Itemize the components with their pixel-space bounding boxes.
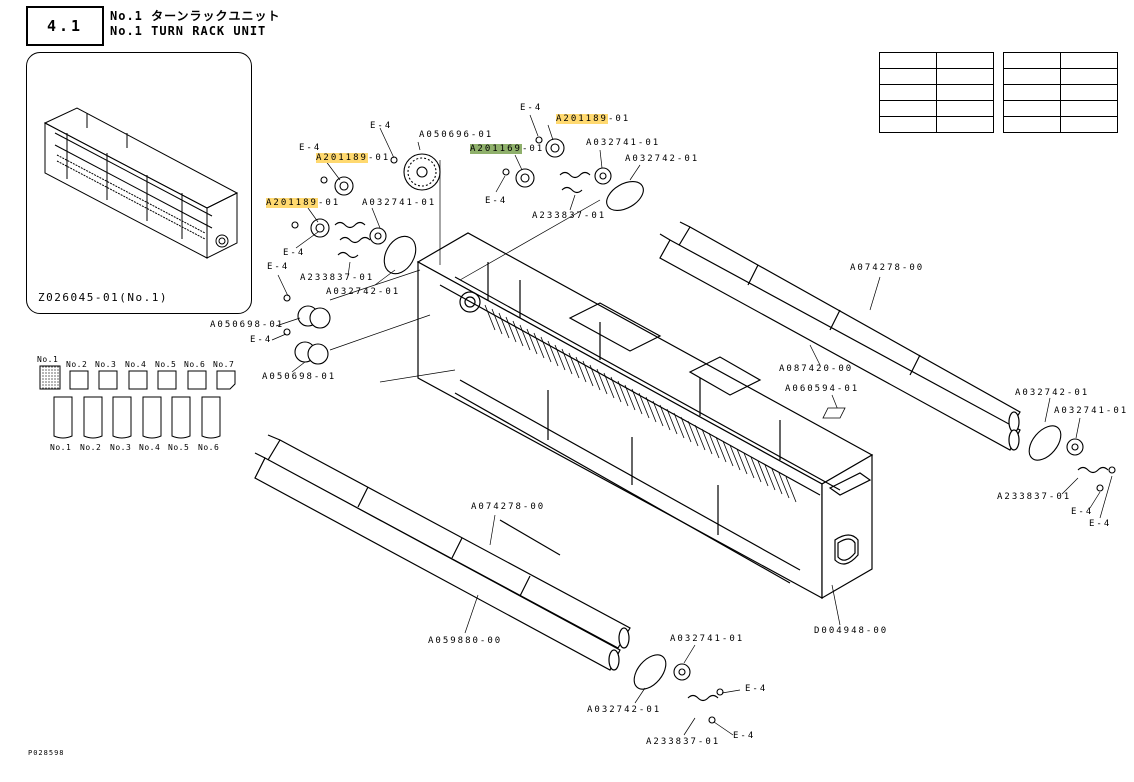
gear-cluster-top-right <box>502 136 644 211</box>
part-label: A032742-01 <box>625 154 700 164</box>
title-japanese: No.1 ターンラックユニット <box>110 9 281 23</box>
part-label: A050698-01 <box>210 320 285 330</box>
tab-top-label: No.5 <box>155 360 177 369</box>
part-suffix: -01 <box>367 153 391 163</box>
part-suffix: -01 <box>521 144 545 154</box>
part-a060594-shape <box>822 407 846 419</box>
overview-thumbnail: Z026045-01(No.1) <box>26 52 252 314</box>
part-label: A032741-01 <box>362 198 437 208</box>
part-label: A201189-01 <box>556 114 630 124</box>
tab-bottom-label: No.5 <box>168 443 190 452</box>
part-suffix: -01 <box>317 198 341 208</box>
part-label: A201189-01 <box>266 198 340 208</box>
thumbnail-label: Z026045-01(No.1) <box>38 291 168 304</box>
reference-table-right <box>1003 52 1118 133</box>
part-label: A050696-01 <box>419 130 494 140</box>
part-label: A201169-01 <box>470 144 544 154</box>
highlighted-part-number: A201189 <box>556 114 608 124</box>
overview-illustration <box>43 107 239 259</box>
part-label: A087420-00 <box>779 364 854 374</box>
part-label: E-4 <box>299 143 322 153</box>
shaft-lower-left <box>254 434 631 671</box>
part-label: A233837-01 <box>300 273 375 283</box>
tab-icons <box>39 365 236 439</box>
gear-cluster-bottom <box>633 654 724 724</box>
part-label: A032742-01 <box>326 287 401 297</box>
part-label: E-4 <box>1071 507 1094 517</box>
part-label: A233837-01 <box>646 737 721 747</box>
tab-bottom-label: No.4 <box>139 443 161 452</box>
part-label: A050698-01 <box>262 372 337 382</box>
drawing-code: P028598 <box>28 749 65 757</box>
rack-frame <box>416 232 874 600</box>
part-label: A074278-00 <box>850 263 925 273</box>
tab-top-label: No.2 <box>66 360 88 369</box>
part-label: A032742-01 <box>587 705 662 715</box>
part-label: A059880-00 <box>428 636 503 646</box>
part-label: A032741-01 <box>1054 406 1129 416</box>
part-label: A074278-00 <box>471 502 546 512</box>
leader-lines <box>271 114 1113 736</box>
shaft-upper-right <box>659 221 1021 451</box>
part-label: A060594-01 <box>785 384 860 394</box>
tab-top-label: No.1 <box>37 355 59 364</box>
part-label: E-4 <box>250 335 273 345</box>
part-label: D004948-00 <box>814 626 889 636</box>
tab-top-label: No.7 <box>213 360 235 369</box>
part-label: E-4 <box>733 731 756 741</box>
part-label: A032741-01 <box>670 634 745 644</box>
reference-table-left <box>879 52 994 133</box>
part-label: E-4 <box>520 103 543 113</box>
rack-teeth <box>484 304 797 503</box>
gear-cluster-right <box>1028 425 1116 492</box>
tab-bottom-label: No.6 <box>198 443 220 452</box>
highlighted-part-number: A201189 <box>266 198 318 208</box>
tab-bottom-label: No.3 <box>110 443 132 452</box>
part-label: E-4 <box>1089 519 1112 529</box>
part-label: A233837-01 <box>532 211 607 221</box>
gear-cluster-left <box>283 153 441 365</box>
part-label: E-4 <box>485 196 508 206</box>
section-number: 4.1 <box>26 6 104 46</box>
tab-top-label: No.3 <box>95 360 117 369</box>
highlighted-part-number: A201189 <box>316 153 368 163</box>
part-label: E-4 <box>267 262 290 272</box>
tab-bottom-label: No.1 <box>50 443 72 452</box>
part-label: A032742-01 <box>1015 388 1090 398</box>
tab-bottom-label: No.2 <box>80 443 102 452</box>
highlighted-part-number: A201169 <box>470 144 522 154</box>
title-english: No.1 TURN RACK UNIT <box>110 24 267 38</box>
tab-top-label: No.4 <box>125 360 147 369</box>
tab-top-label: No.6 <box>184 360 206 369</box>
part-label: A233837-01 <box>997 492 1072 502</box>
part-label: E-4 <box>370 121 393 131</box>
part-suffix: -01 <box>607 114 631 124</box>
part-label: E-4 <box>283 248 306 258</box>
part-label: A201189-01 <box>316 153 390 163</box>
part-label: A032741-01 <box>586 138 661 148</box>
part-label: E-4 <box>745 684 768 694</box>
